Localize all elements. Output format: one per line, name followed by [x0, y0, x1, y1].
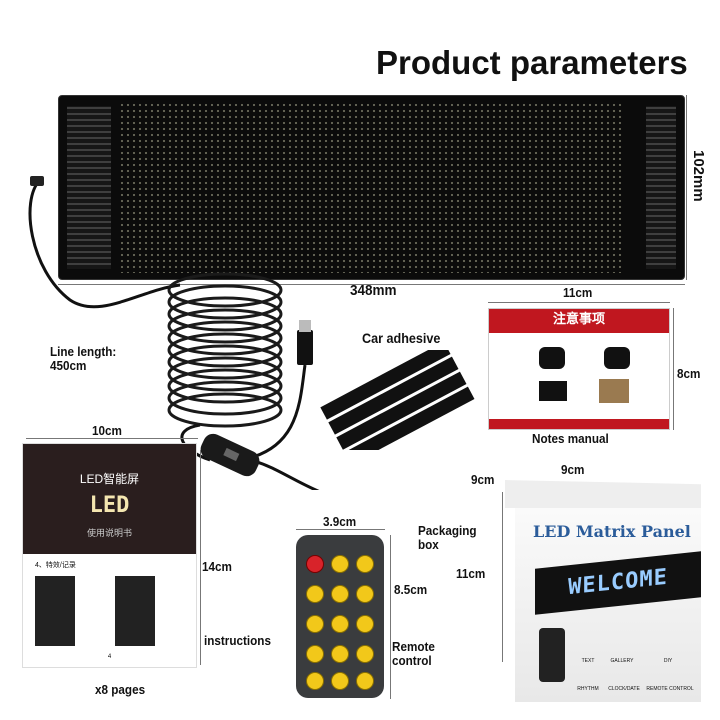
dimension-line — [58, 284, 685, 285]
cable-length-value: 450cm — [50, 358, 87, 373]
pcb-strip-right — [646, 106, 676, 269]
led-panel-image — [58, 95, 685, 280]
manual-photo — [539, 381, 567, 401]
cover-title: LED智能屏 — [79, 472, 140, 486]
car-adhesive-label: Car adhesive — [362, 330, 441, 346]
feature-rhythm: RHYTHM — [577, 686, 599, 692]
adhesive-strips-image — [320, 350, 475, 450]
packaging-label: Packaging — [418, 523, 477, 538]
dimension-line — [673, 308, 674, 430]
manual-photo — [604, 347, 630, 369]
feature-diy: DIY — [663, 658, 673, 664]
panel-height-label: 102mm — [690, 150, 707, 202]
manual-height-label: 8cm — [677, 366, 701, 381]
booklet-cover: LED智能屏 LED 使用说明书 — [23, 444, 196, 554]
power-button-icon — [306, 555, 324, 573]
phone-screenshot — [35, 576, 75, 646]
remote-label: Remote — [392, 639, 435, 654]
instructions-label: instructions — [204, 633, 271, 648]
packaging-label-2: box — [418, 537, 439, 552]
pages-label: x8 pages — [95, 682, 146, 697]
cover-led: LED — [89, 493, 130, 518]
dimension-line — [26, 438, 198, 439]
packaging-box-image: LED Matrix Panel WELCOME TEXT GALLERY DI… — [505, 480, 701, 702]
page-title: Product parameters — [376, 44, 688, 81]
dimension-line — [686, 95, 687, 280]
manual-footer — [489, 419, 669, 429]
dimension-line — [390, 535, 391, 699]
remote-control-image — [296, 535, 384, 698]
phone-icon — [539, 628, 565, 682]
remote-label-2: control — [392, 653, 432, 668]
led-dot-matrix — [119, 102, 624, 273]
usb-cable-image — [28, 176, 320, 490]
manual-photo — [599, 379, 629, 403]
remote-width-label: 3.9cm — [323, 514, 357, 529]
phone-screenshot — [115, 576, 155, 646]
booklet-height-label: 14cm — [202, 559, 232, 574]
dimension-line — [502, 492, 503, 662]
instructions-booklet-image: LED智能屏 LED 使用说明书 4、特效/记录 4 — [22, 443, 197, 668]
feature-gallery: GALLERY — [610, 658, 634, 664]
pcb-strip-left — [67, 106, 111, 269]
manual-header: 注意事项 — [489, 309, 669, 333]
remote-height-label: 8.5cm — [394, 582, 428, 597]
feature-remote: REMOTE CONTROL — [646, 686, 694, 692]
page-number: 4 — [107, 654, 112, 660]
cover-subtitle: 使用说明书 — [86, 528, 132, 538]
notes-manual-label: Notes manual — [532, 431, 609, 446]
feature-clock: CLOCK/DATE — [608, 686, 640, 692]
cable-length-label: Line length: — [50, 344, 117, 359]
dimension-line — [488, 302, 670, 303]
booklet-width-label: 10cm — [92, 423, 122, 438]
page-heading: 4、特效/记录 — [35, 562, 76, 569]
panel-width-label: 348mm — [350, 282, 397, 299]
dimension-line — [200, 450, 201, 665]
dimension-line — [296, 529, 385, 530]
notes-manual-image: 注意事项 — [488, 308, 670, 430]
box-depth-label: 9cm — [471, 472, 495, 487]
box-height-label: 11cm — [456, 566, 486, 581]
manual-width-label: 11cm — [563, 285, 593, 300]
manual-photo — [539, 347, 565, 369]
box-width-label: 9cm — [561, 462, 585, 477]
feature-text: TEXT — [581, 658, 595, 664]
box-title: LED Matrix Panel — [533, 522, 691, 541]
